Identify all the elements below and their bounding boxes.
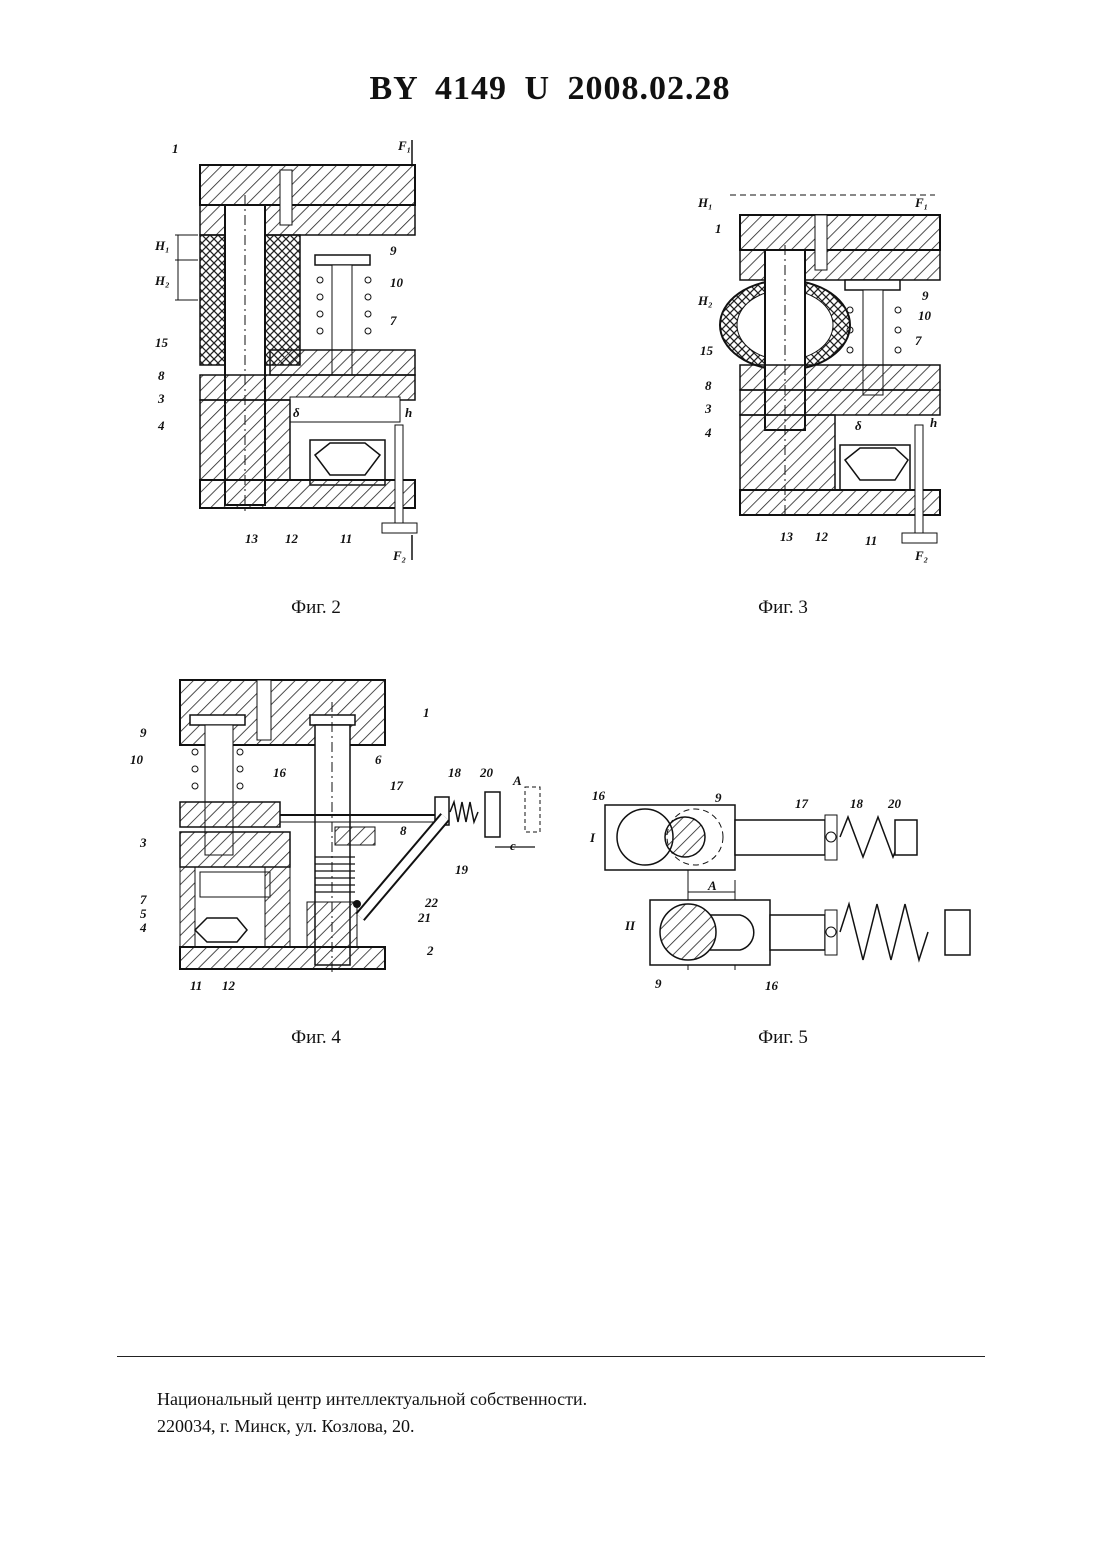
svg-text:11: 11 [340,531,352,546]
svg-text:12: 12 [815,529,829,544]
svg-text:H₁: H₁ [154,238,170,253]
svg-text:c: c [510,838,516,853]
svg-text:10: 10 [390,275,404,290]
svg-text:F₂: F₂ [392,548,406,563]
svg-text:15: 15 [700,343,714,358]
svg-text:16: 16 [273,765,287,780]
svg-text:12: 12 [222,978,236,993]
figure-4-drawing: 1 9 10 6 16 17 18 20 A 3 8 c 7 5 4 19 22… [125,672,550,1002]
svg-text:F₁: F₁ [397,138,411,153]
svg-text:A: A [707,878,717,893]
svg-text:3: 3 [704,401,712,416]
svg-text:17: 17 [795,796,809,811]
footer-line-2: 220034, г. Минск, ул. Козлова, 20. [157,1413,587,1440]
svg-text:δ: δ [855,418,862,433]
svg-text:18: 18 [850,796,864,811]
svg-text:16: 16 [592,788,606,803]
svg-text:11: 11 [865,533,877,548]
svg-text:7: 7 [140,892,147,907]
svg-text:8: 8 [705,378,712,393]
svg-text:9: 9 [922,288,929,303]
svg-text:H₂: H₂ [697,293,713,308]
svg-text:4: 4 [157,418,165,433]
svg-text:H₁: H₁ [697,195,713,210]
svg-text:II: II [624,918,636,933]
figure-3-drawing: H₁ F₁ 1 H₂ 9 10 15 7 8 3 h δ 4 13 12 11 … [690,185,950,570]
svg-text:16: 16 [765,978,779,993]
figure-5-drawing: 16 9 17 18 20 I A II 9 16 [580,780,980,1000]
footer: Национальный центр интеллектуальной собс… [157,1386,587,1440]
svg-text:19: 19 [455,862,469,877]
figure-2-caption: Фиг. 2 [236,597,396,619]
svg-text:3: 3 [139,835,147,850]
svg-text:11: 11 [190,978,202,993]
svg-text:H₂: H₂ [154,273,170,288]
figure-5-caption: Фиг. 5 [703,1027,863,1049]
svg-text:A: A [512,773,522,788]
svg-text:18: 18 [448,765,462,780]
svg-text:8: 8 [158,368,165,383]
figure-4-caption: Фиг. 4 [236,1027,396,1049]
footer-divider [117,1356,985,1357]
figure-3-caption: Фиг. 3 [703,597,863,619]
svg-text:17: 17 [390,778,404,793]
svg-text:I: I [589,830,596,845]
svg-text:δ: δ [293,405,300,420]
svg-text:9: 9 [715,790,722,805]
svg-text:1: 1 [423,705,430,720]
svg-text:h: h [930,415,937,430]
svg-text:6: 6 [375,752,382,767]
svg-text:F₂: F₂ [914,548,928,563]
svg-text:15: 15 [155,335,169,350]
svg-text:F₁: F₁ [914,195,928,210]
svg-text:10: 10 [918,308,932,323]
svg-text:1: 1 [172,141,179,156]
svg-text:20: 20 [479,765,494,780]
svg-text:9: 9 [140,725,147,740]
svg-text:1: 1 [715,221,722,236]
svg-text:13: 13 [780,529,794,544]
svg-text:21: 21 [417,910,431,925]
svg-text:9: 9 [655,976,662,991]
svg-text:13: 13 [245,531,259,546]
svg-text:3: 3 [157,391,165,406]
figure-2-drawing: 1 F₁ H₁ H₂ 9 10 15 7 8 3 δ h 4 13 12 11 … [150,135,425,565]
svg-text:4: 4 [139,920,147,935]
svg-text:20: 20 [887,796,902,811]
svg-text:5: 5 [140,906,147,921]
svg-text:7: 7 [915,333,922,348]
svg-text:22: 22 [424,895,439,910]
document-header: BY 4149 U 2008.02.28 [0,70,1100,108]
footer-line-1: Национальный центр интеллектуальной собс… [157,1386,587,1413]
svg-text:10: 10 [130,752,144,767]
svg-text:12: 12 [285,531,299,546]
svg-text:9: 9 [390,243,397,258]
svg-text:h: h [405,405,412,420]
svg-text:8: 8 [400,823,407,838]
svg-text:4: 4 [704,425,712,440]
svg-text:7: 7 [390,313,397,328]
svg-text:2: 2 [426,943,434,958]
